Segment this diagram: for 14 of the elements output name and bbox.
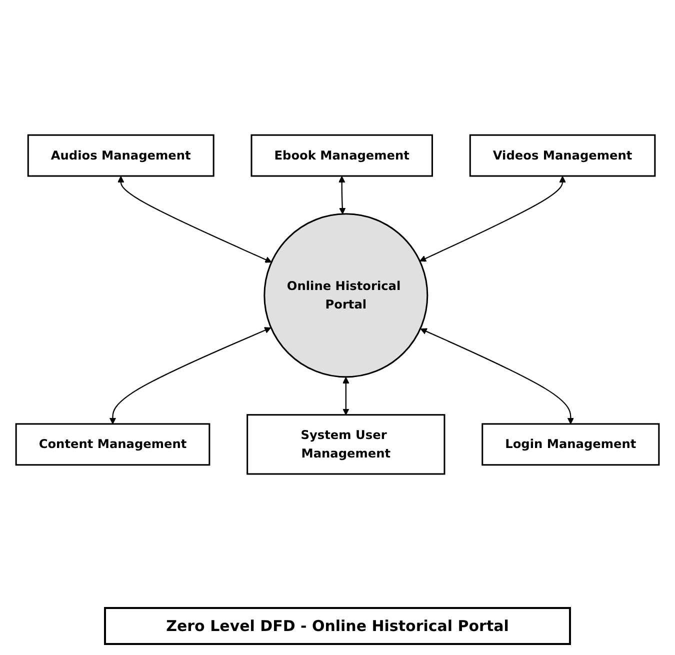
arrow [109, 327, 272, 424]
node-box: System User Management [246, 414, 446, 475]
arrow [118, 176, 272, 263]
node-box: Ebook Management [250, 134, 433, 177]
node-circle: Online Historical Portal [264, 213, 428, 378]
node-box: Content Management [15, 423, 210, 466]
arrow [342, 376, 350, 416]
diagram-title: Zero Level DFD - Online Historical Portal [104, 607, 571, 645]
node-box: Login Management [482, 423, 660, 466]
node-box: Videos Management [469, 134, 656, 177]
arrow [420, 328, 574, 424]
arrow [338, 176, 346, 214]
arrow [420, 176, 566, 262]
node-box: Audios Management [27, 134, 214, 177]
